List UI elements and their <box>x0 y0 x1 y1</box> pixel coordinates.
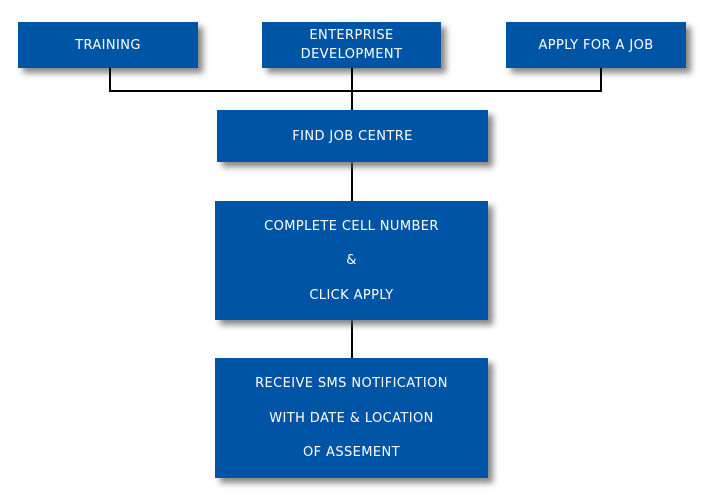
flowchart-node-find-job-centre: FIND JOB CENTRE <box>217 110 488 162</box>
node-label: APPLY FOR A JOB <box>538 37 654 53</box>
flowchart-node-complete-cell-number: COMPLETE CELL NUMBER & CLICK APPLY <box>215 201 488 320</box>
flowchart-node-receive-sms-notification: RECEIVE SMS NOTIFICATION WITH DATE & LOC… <box>215 358 488 478</box>
flowchart-node-training: TRAINING <box>18 22 198 68</box>
connector-complete-to-receive-sms <box>351 320 353 358</box>
node-label: FIND JOB CENTRE <box>292 128 413 144</box>
flowchart-node-enterprise-development: ENTERPRISE DEVELOPMENT <box>262 22 441 68</box>
node-label: ENTERPRISE DEVELOPMENT <box>300 28 403 62</box>
connector-find-job-centre-to-complete <box>351 162 353 201</box>
connector-horizontal-bar <box>109 90 602 92</box>
node-label: TRAINING <box>75 37 141 53</box>
connector-training-stub <box>109 68 111 92</box>
flowchart-node-apply-for-a-job: APPLY FOR A JOB <box>506 22 686 68</box>
connector-apply-stub <box>600 68 602 92</box>
connector-enterprise-to-find-job-centre <box>351 68 353 110</box>
